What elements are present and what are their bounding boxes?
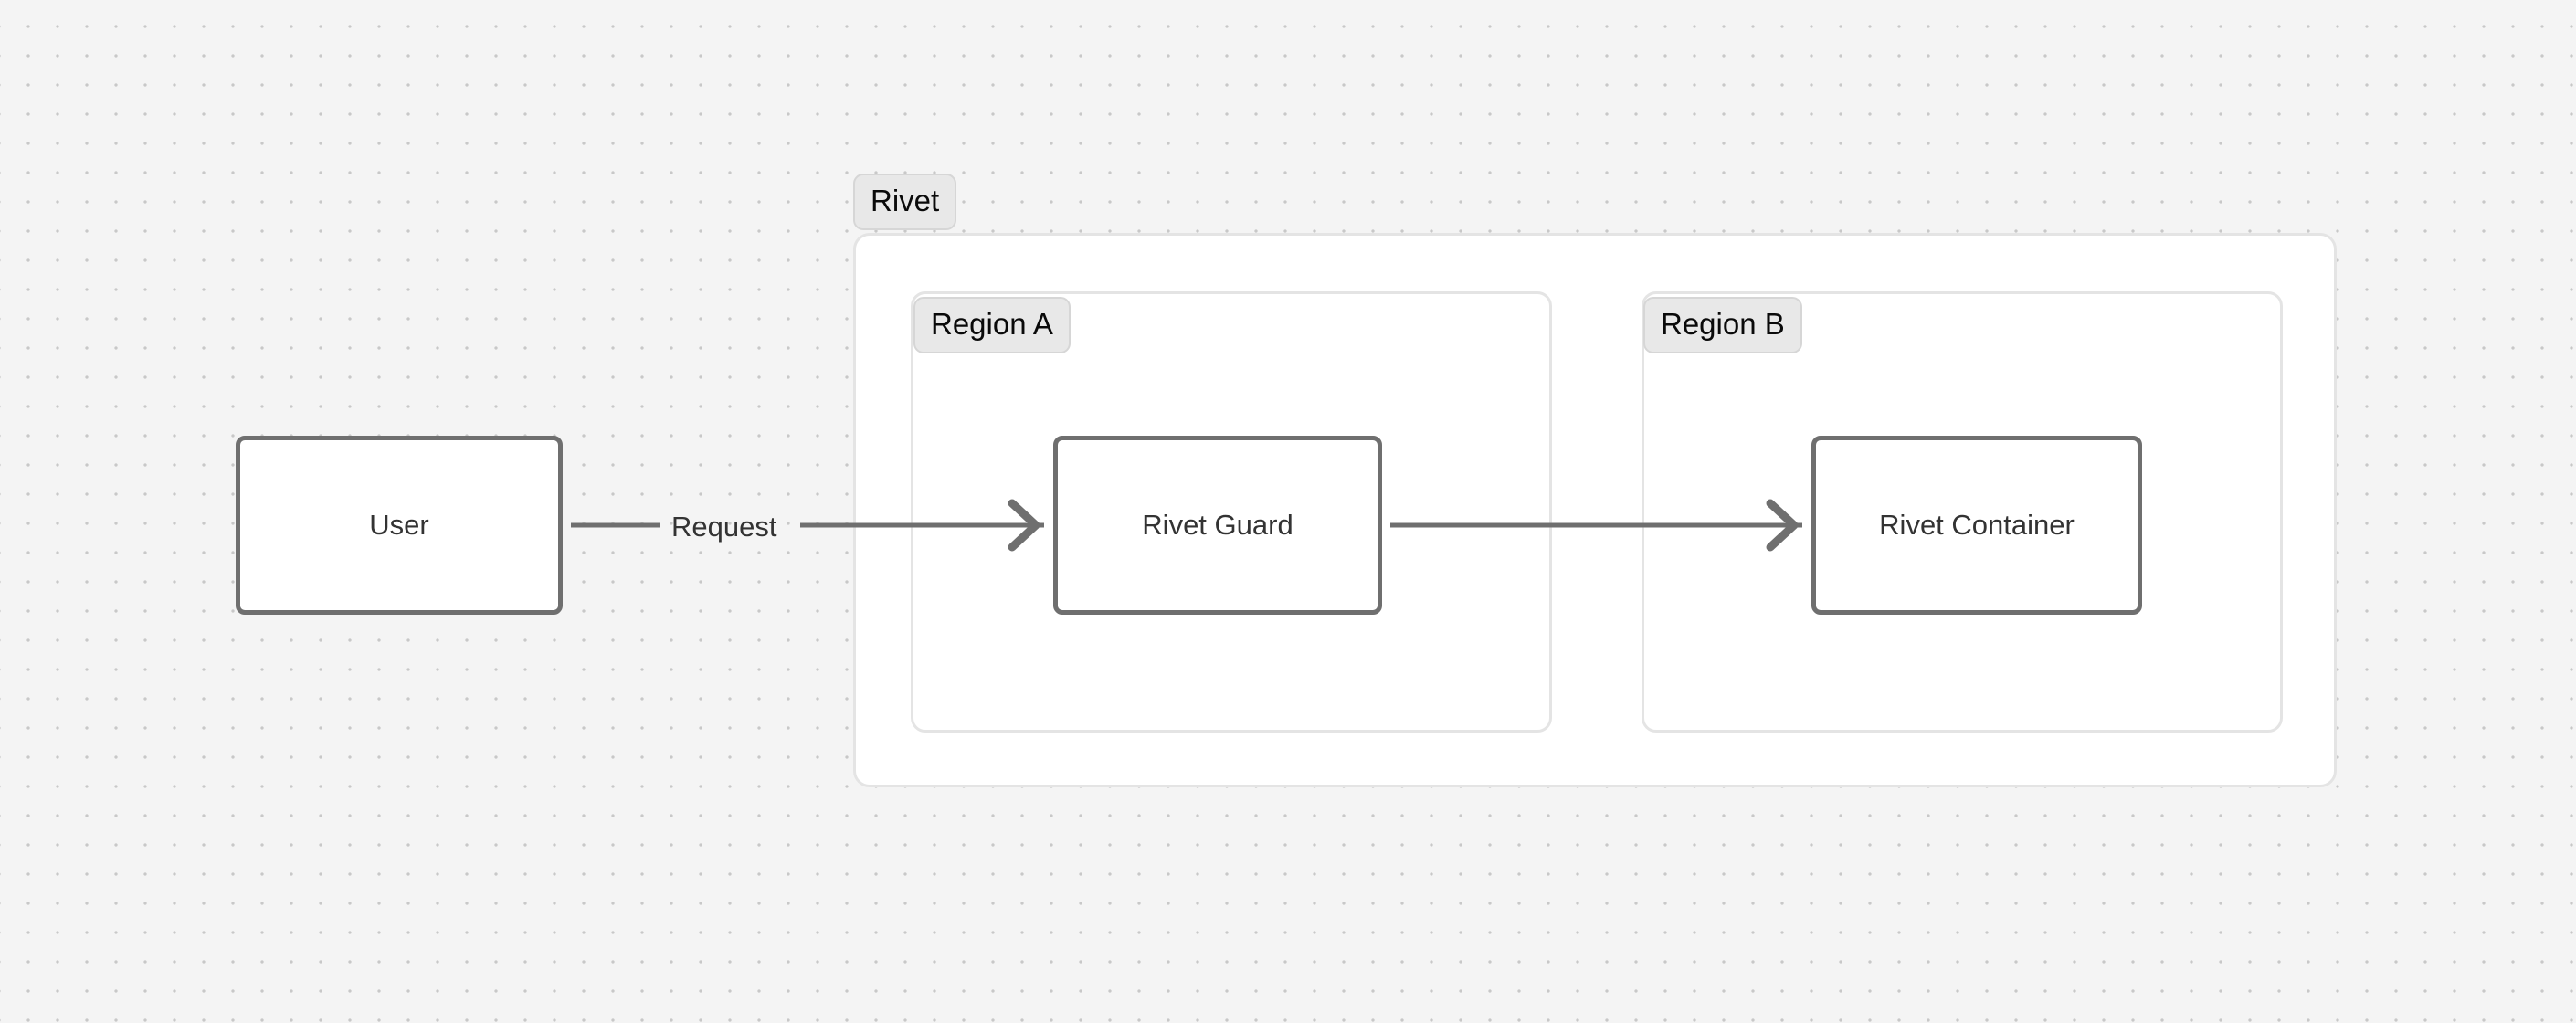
node-rivet-container-label: Rivet Container xyxy=(1879,509,2075,541)
cluster-label-region-a[interactable]: Region A xyxy=(913,297,1071,353)
node-user[interactable]: User xyxy=(236,436,563,615)
cluster-label-region-b[interactable]: Region B xyxy=(1643,297,1802,353)
node-rivet-container[interactable]: Rivet Container xyxy=(1811,436,2142,615)
cluster-label-rivet[interactable]: Rivet xyxy=(853,174,957,230)
edge-label-request[interactable]: Request xyxy=(671,511,777,543)
node-rivet-guard-label: Rivet Guard xyxy=(1142,509,1293,541)
node-user-label: User xyxy=(369,509,429,541)
node-rivet-guard[interactable]: Rivet Guard xyxy=(1053,436,1382,615)
